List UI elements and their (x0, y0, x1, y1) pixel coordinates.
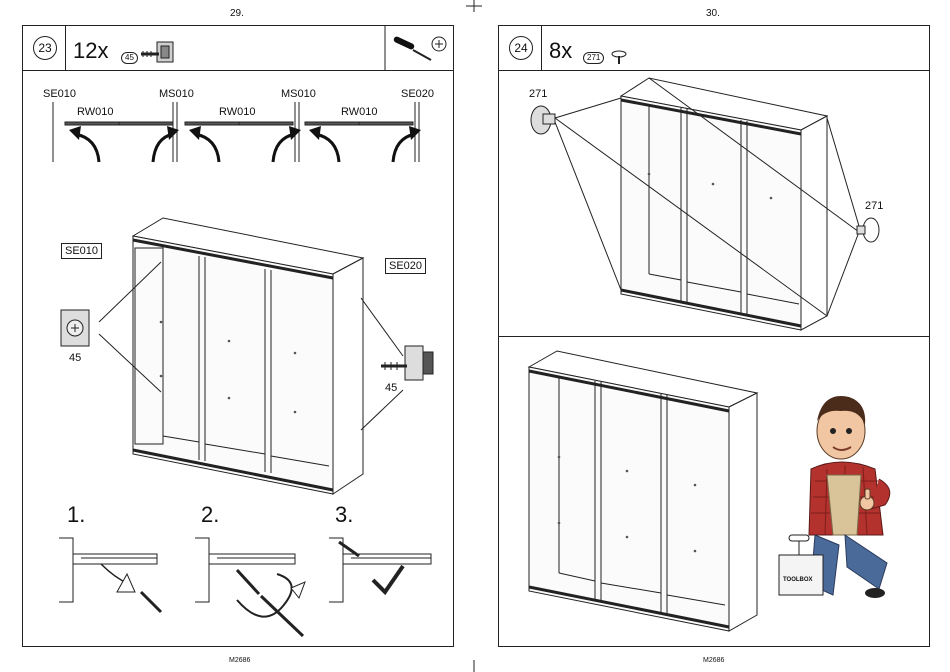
final-result-panel: TOOLBOX (498, 336, 930, 647)
wardrobe-side-diagram (499, 26, 929, 336)
step-24-panel: 24 8x 271 271 271 (498, 25, 930, 337)
substep-diagrams (23, 26, 453, 646)
handyman-mascot: TOOLBOX (775, 385, 925, 615)
toolbox-label: TOOLBOX (783, 577, 813, 583)
step-23-panel: 23 12x 45 SE010 MS010 MS010 SE020 RW010 … (22, 25, 454, 647)
